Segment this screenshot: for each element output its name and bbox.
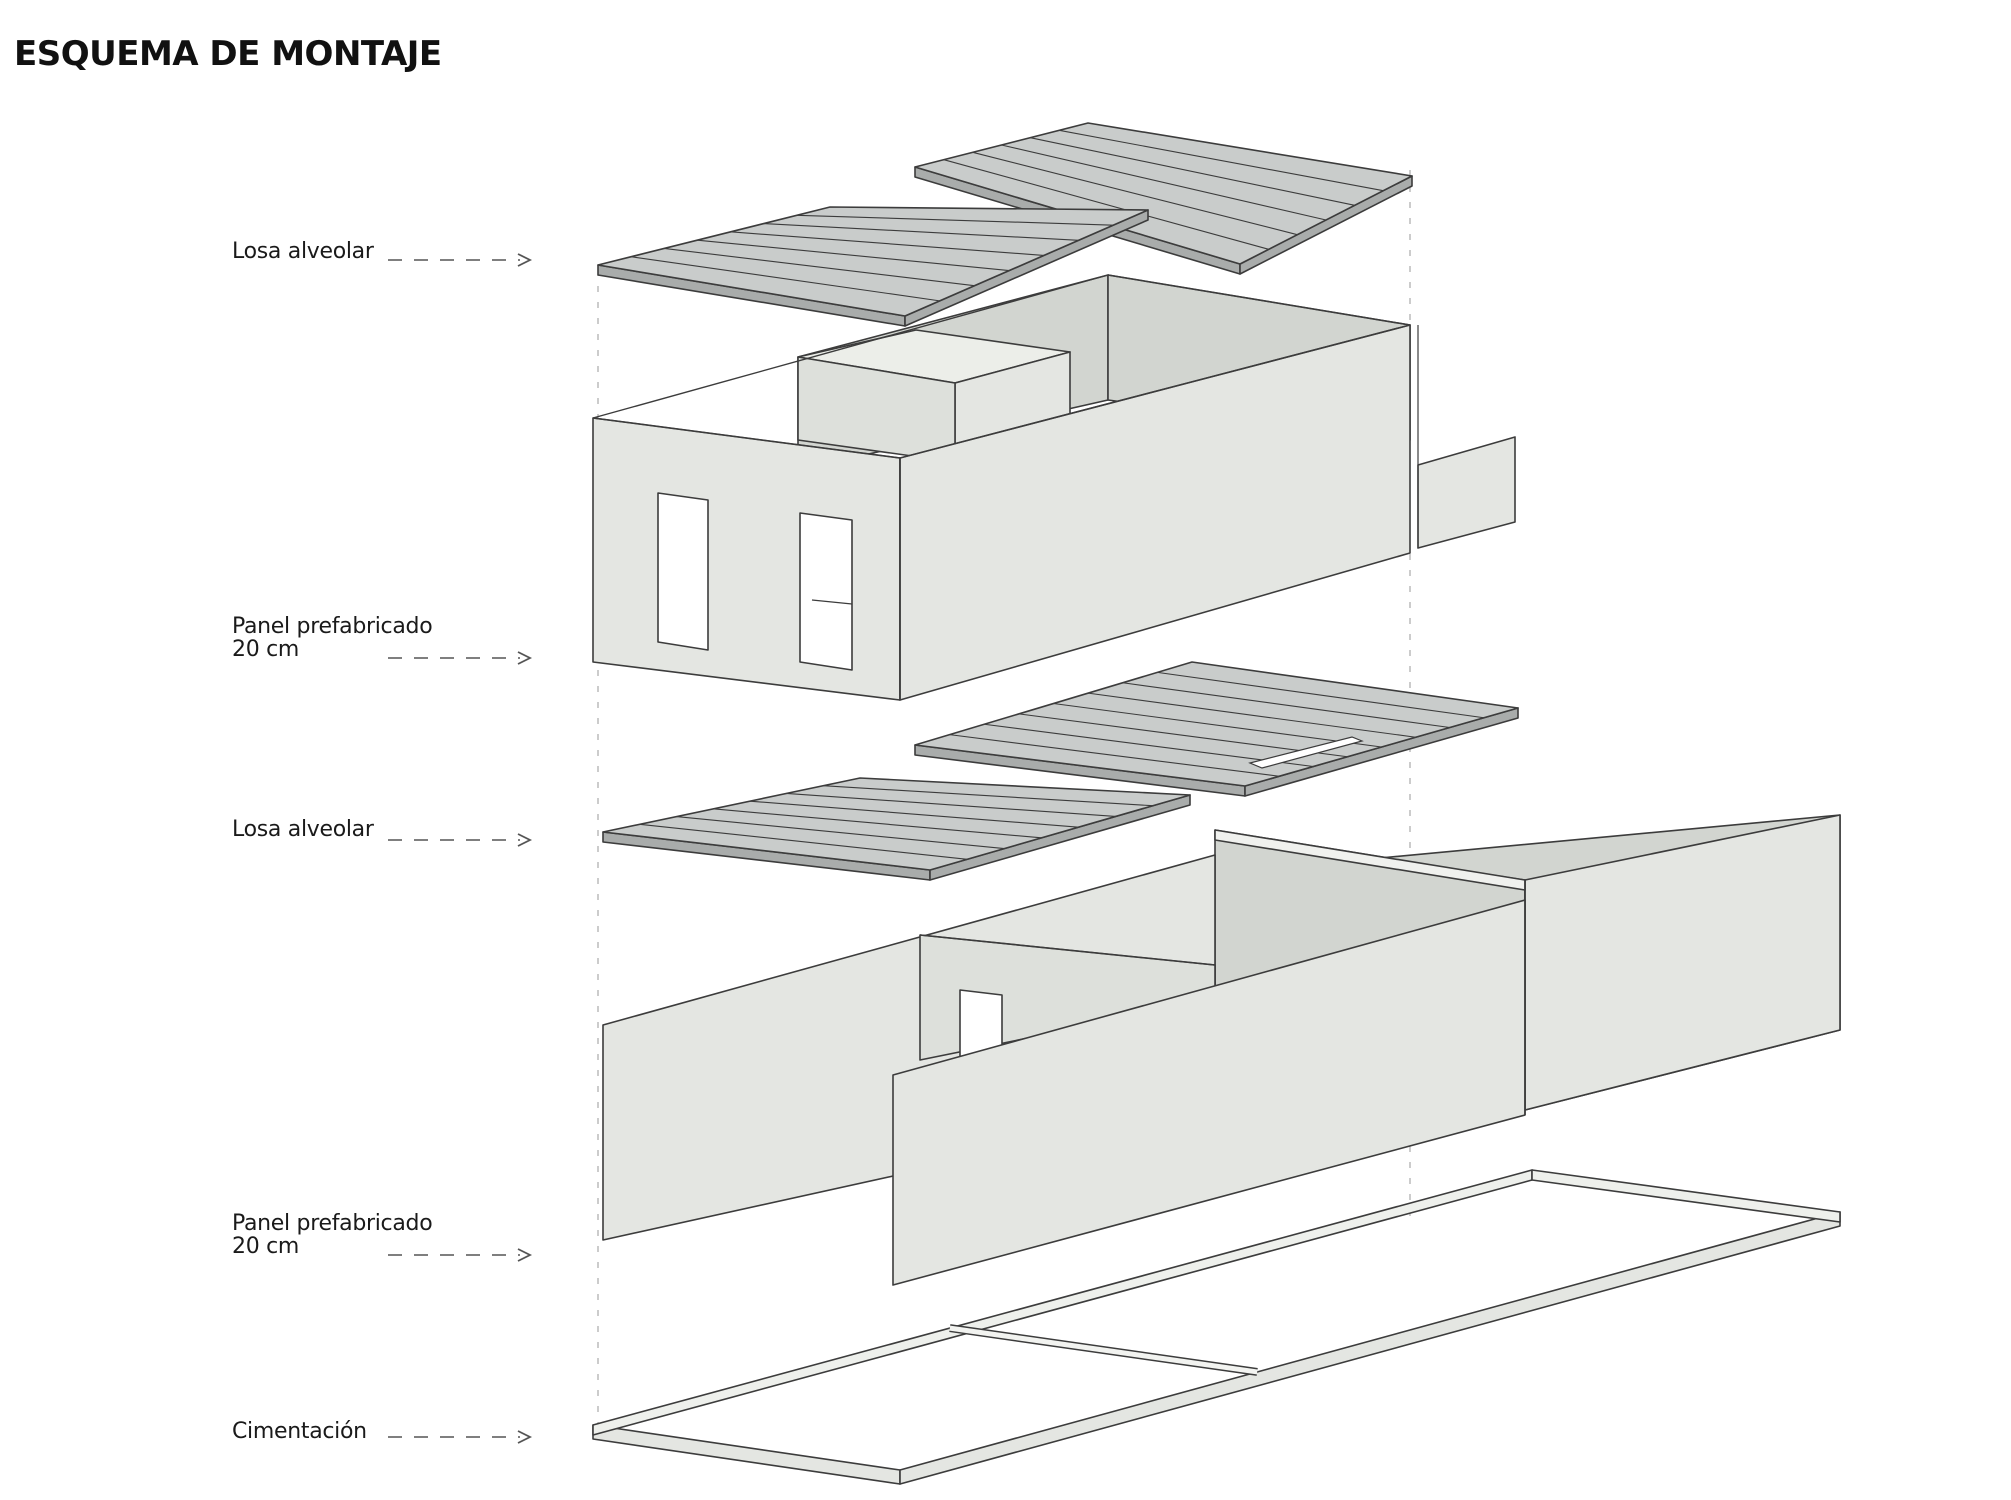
foundation-front-beam-left: [592, 1424, 901, 1485]
floor-slab-back-joint-7: [1157, 671, 1484, 719]
floor-slab-front-joint-1: [639, 823, 968, 860]
label-foundation: Cimentación: [232, 1420, 367, 1443]
roof-slab-back-joint-1: [943, 159, 1269, 250]
foundation-frame: [592, 1169, 1841, 1485]
label-floor-slab: Losa alveolar: [232, 818, 374, 841]
roof-slab-front-top: [597, 206, 1149, 317]
foundation-front-beam: [899, 1211, 1841, 1485]
floor-slab-front-joint-3: [713, 808, 1042, 839]
label-lower-panels-line-2: 20 cm: [232, 1234, 300, 1259]
label-roof-slab-line-1: Losa alveolar: [232, 239, 374, 264]
floor-slab-back-joint-2: [984, 723, 1314, 768]
upper-panel-walls: [592, 274, 1516, 701]
arrow-head-3: [517, 833, 533, 847]
roof-slab-front-joint-1: [631, 256, 940, 302]
upper-door-2-divider: [811, 599, 853, 605]
diagram-title: ESQUEMA DE MONTAJE: [14, 34, 442, 74]
floor-hollowcore-slab: [602, 661, 1519, 881]
floor-slab-back-joint-4: [1053, 702, 1382, 748]
roof-slab-back-joint-2: [972, 151, 1298, 236]
upper-side-panel: [1417, 436, 1516, 549]
floor-slab-back-top: [914, 661, 1519, 787]
label-arrows: [388, 253, 533, 1444]
floor-slab-front-top: [602, 777, 1191, 871]
lower-panel-walls: [602, 814, 1841, 1286]
arrow-head-4: [517, 1248, 533, 1262]
floor-slab-front-joint-5: [786, 792, 1116, 817]
arrow-head-2: [517, 651, 533, 665]
roof-slab-back-joint-4: [1030, 137, 1355, 206]
arrow-head-1: [517, 253, 533, 267]
label-foundation-line-1: Cimentación: [232, 1419, 367, 1444]
floor-slab-front-joint-2: [676, 816, 1005, 850]
label-upper-panels-line-1: Panel prefabricado: [232, 614, 433, 639]
roof-hollowcore-slab: [597, 122, 1413, 327]
roof-slab-front-joint-4: [730, 231, 1044, 256]
foundation-right-beam: [1531, 1169, 1841, 1223]
upper-front-short-wall: [592, 417, 901, 701]
floor-slab-opening: [1248, 736, 1364, 769]
roof-slab-back-joint-5: [1059, 129, 1384, 192]
label-lower-panels: Panel prefabricado 20 cm: [232, 1211, 433, 1259]
roof-slab-front-joint-2: [664, 247, 975, 287]
label-roof-slab: Losa alveolar: [232, 240, 374, 263]
upper-opening-door-1: [657, 492, 709, 651]
label-upper-panels-line-2: 20 cm: [232, 637, 300, 662]
floor-slab-back-joint-1: [949, 734, 1280, 777]
arrow-head-5: [517, 1430, 533, 1444]
floor-slab-back-joint-5: [1088, 692, 1416, 738]
roof-slab-front-joint-6: [796, 214, 1114, 226]
roof-slab-back-joint-3: [1001, 144, 1327, 221]
floor-slab-back-joint-3: [1018, 713, 1348, 758]
label-upper-panels: Panel prefabricado 20 cm: [232, 614, 433, 662]
roof-slab-front-joint-3: [697, 239, 1010, 272]
upper-wall-top-outline: [592, 274, 1411, 459]
roof-slab-front-joint-5: [763, 223, 1079, 241]
label-lower-panels-line-1: Panel prefabricado: [232, 1211, 433, 1236]
label-floor-slab-line-1: Losa alveolar: [232, 817, 374, 842]
floor-slab-back-joint-6: [1122, 682, 1450, 729]
floor-slab-front-joint-6: [823, 785, 1153, 807]
lower-interior-top-edge: [919, 934, 1216, 966]
foundation-cross-beam-1-fill: [949, 1325, 1258, 1375]
floor-slab-front-joint-4: [749, 800, 1079, 828]
upper-opening-door-2: [799, 512, 853, 671]
